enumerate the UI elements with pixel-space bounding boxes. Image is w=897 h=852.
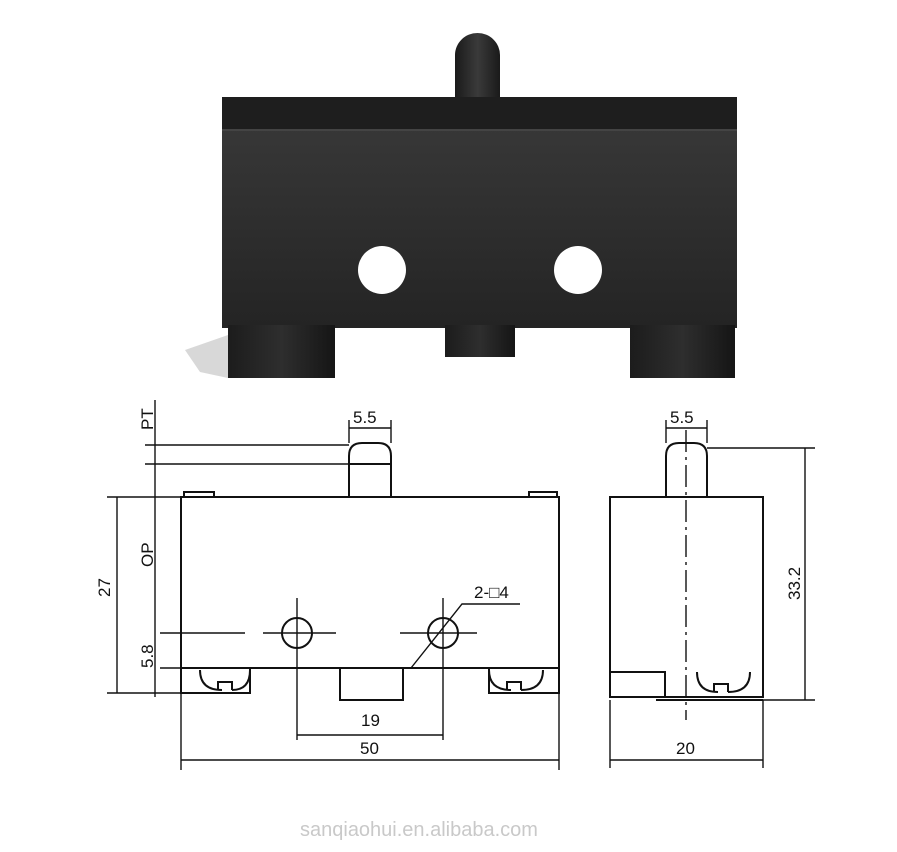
watermark: sanqiaohui.en.alibaba.com xyxy=(300,819,538,841)
dim-hole-offset: 5.8 xyxy=(138,644,157,668)
top-cap xyxy=(222,97,737,130)
floor-shadow xyxy=(185,335,228,378)
dim-height: 27 xyxy=(95,578,114,597)
dim-hole-spec: 2-□4 xyxy=(474,583,509,602)
dim-hole-spacing: 19 xyxy=(361,711,380,730)
terminal-foot xyxy=(228,325,335,378)
dim-depth: 20 xyxy=(676,739,695,758)
dim-side-plunger-width: 5.5 xyxy=(670,408,694,427)
dim-op: OP xyxy=(138,542,157,567)
switch-photo xyxy=(185,33,737,378)
mount-hole xyxy=(358,246,406,294)
dim-pt: PT xyxy=(138,408,157,430)
terminal-foot xyxy=(445,325,515,357)
terminal-foot xyxy=(630,325,735,378)
plunger xyxy=(455,33,500,97)
side-view-drawing: 5.5 33.2 20 xyxy=(609,408,815,768)
dim-width: 50 xyxy=(360,739,379,758)
switch-body xyxy=(222,97,737,328)
front-view-drawing: 5.5 PT OP 27 5.8 2-□4 19 50 xyxy=(95,400,560,770)
mount-hole xyxy=(554,246,602,294)
dim-plunger-width: 5.5 xyxy=(353,408,377,427)
dim-side-height: 33.2 xyxy=(785,567,804,600)
